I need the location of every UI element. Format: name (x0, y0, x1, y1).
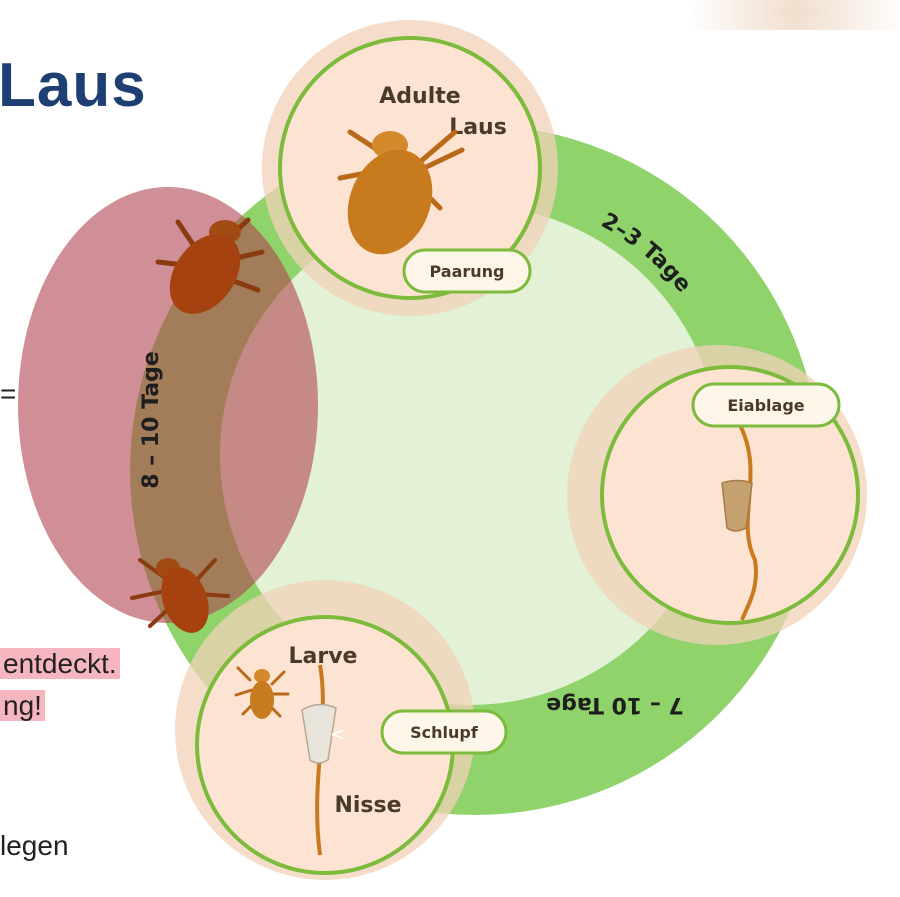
stage-egg-laying: Eiablage (602, 367, 858, 623)
stage-adult-louse: Adulte Laus Paarung (280, 38, 540, 298)
adult-label-line1: Adulte (379, 84, 460, 109)
pill-paarung: Paarung (429, 262, 504, 281)
pill-eiablage: Eiablage (727, 396, 804, 415)
arrow-marker: < (330, 724, 345, 745)
nit-label: Nisse (334, 793, 401, 818)
duration-larva-to-adult: 8 – 10 Tage (139, 351, 164, 489)
pill-schlupf: Schlupf (410, 723, 479, 742)
larva-label: Larve (289, 644, 358, 669)
duration-egg-to-larva: 7 – 10 Tage (546, 692, 684, 717)
adult-label-line2: Laus (449, 115, 507, 140)
